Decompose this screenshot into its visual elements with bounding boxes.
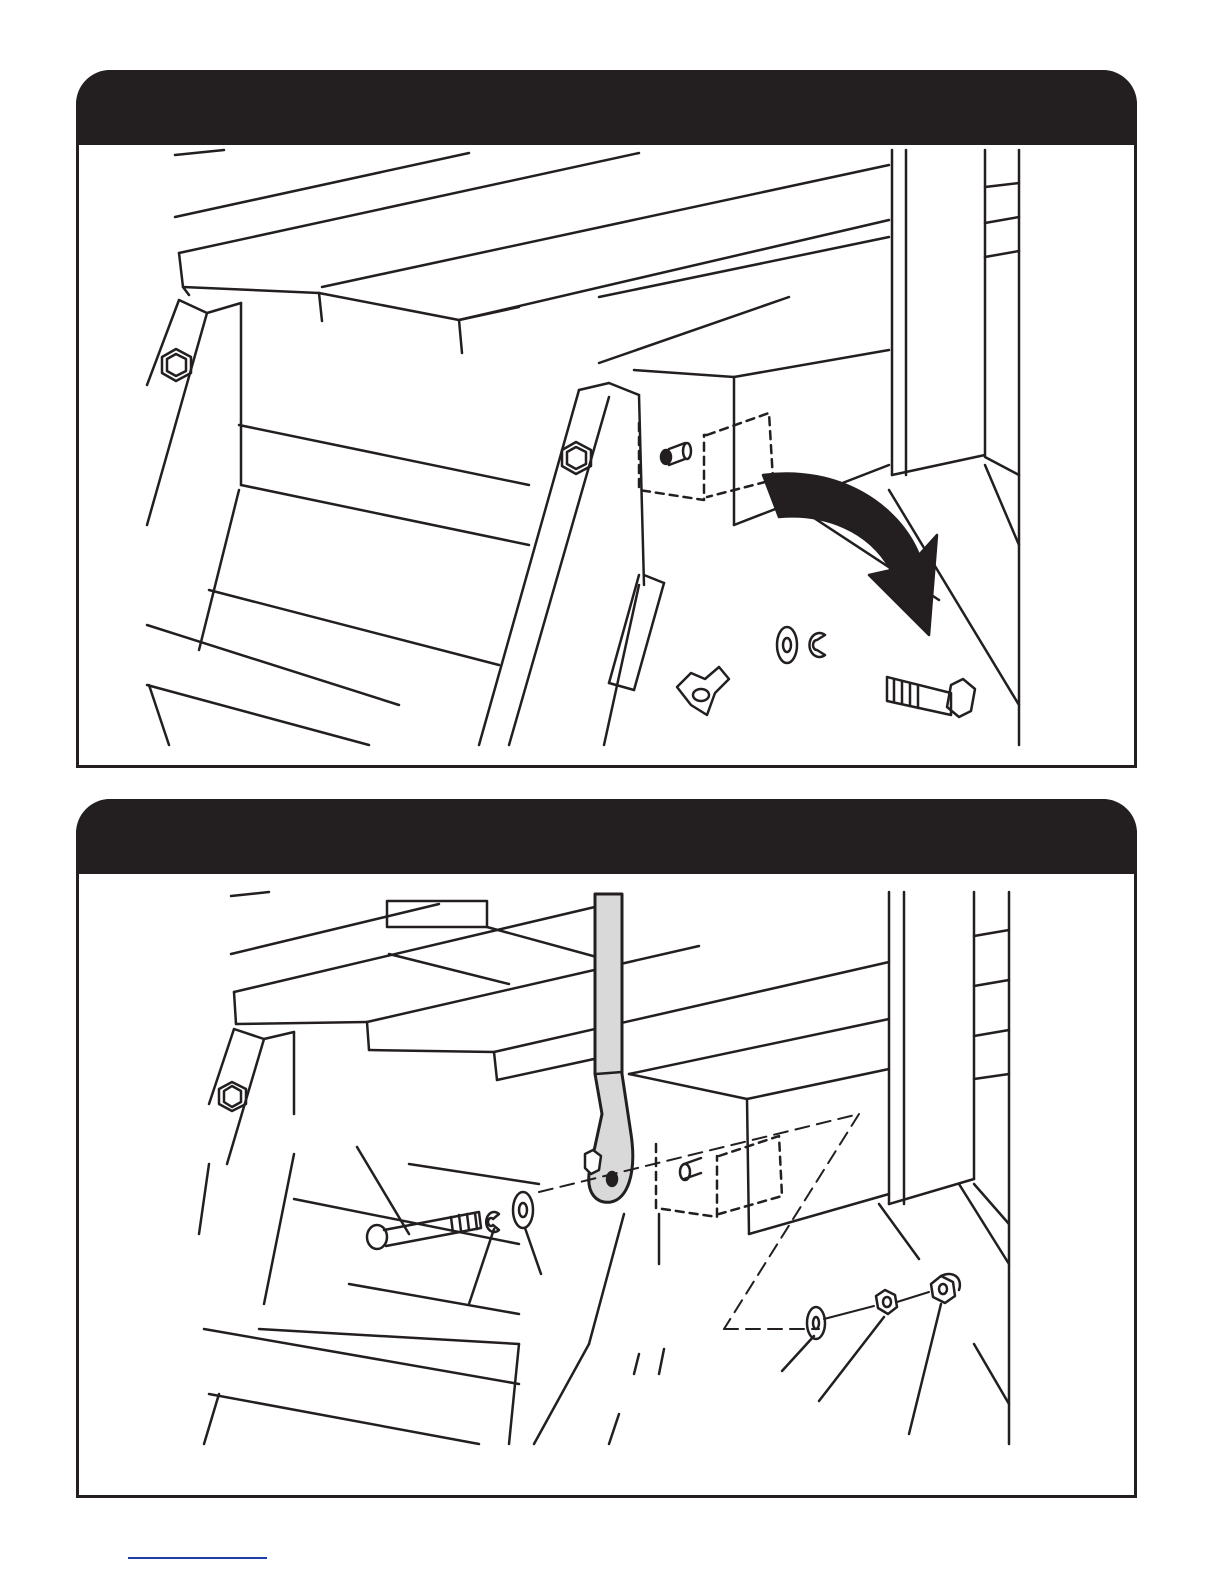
- corner-post: [879, 892, 1009, 1444]
- footer-link-underline: [128, 1557, 267, 1559]
- assembly-illustration-attach-rod: [79, 874, 1134, 1494]
- panel-header: [76, 70, 1137, 145]
- removal-arrow-icon: [763, 473, 937, 635]
- mounting-hole: [661, 443, 691, 465]
- bracket-block-hidden: [639, 413, 773, 500]
- hex-bolt-head-installed: [162, 349, 591, 474]
- deck-boards: [175, 150, 889, 525]
- callout-leader-flat-washer-right: [782, 1336, 814, 1371]
- step-panel-remove-hardware: [76, 70, 1137, 768]
- step-panel-attach-rod: [76, 799, 1137, 1498]
- callout-leader-lock-washer: [469, 1229, 494, 1304]
- callout-leader-bolt: [357, 1147, 409, 1234]
- callout-leader-cap-nut: [909, 1304, 941, 1434]
- cap-nut-icon: [931, 1274, 960, 1303]
- panel-header: [76, 799, 1137, 874]
- flat-washer-icon: [777, 627, 797, 663]
- deck-boards: [231, 892, 889, 1234]
- support-rod: [585, 894, 633, 1202]
- hex-bolt-icon: [887, 677, 975, 717]
- lock-washer-icon: [486, 1212, 499, 1232]
- hex-bolt-head-installed: [219, 1082, 246, 1111]
- flat-washer-icon: [513, 1192, 533, 1228]
- t-nut-icon: [677, 667, 729, 715]
- stair-stringer-left: [147, 300, 664, 745]
- mounting-hole: [680, 1158, 701, 1180]
- callout-leader-hex-nut: [819, 1317, 884, 1401]
- assembly-illustration-remove-hardware: [79, 145, 1134, 765]
- hex-nut-icon: [876, 1290, 897, 1314]
- flat-washer-icon: [807, 1307, 825, 1339]
- assembly-axis-line: [539, 1114, 859, 1329]
- callout-leader-flat-washer: [525, 1228, 541, 1274]
- lock-washer-icon: [809, 633, 825, 657]
